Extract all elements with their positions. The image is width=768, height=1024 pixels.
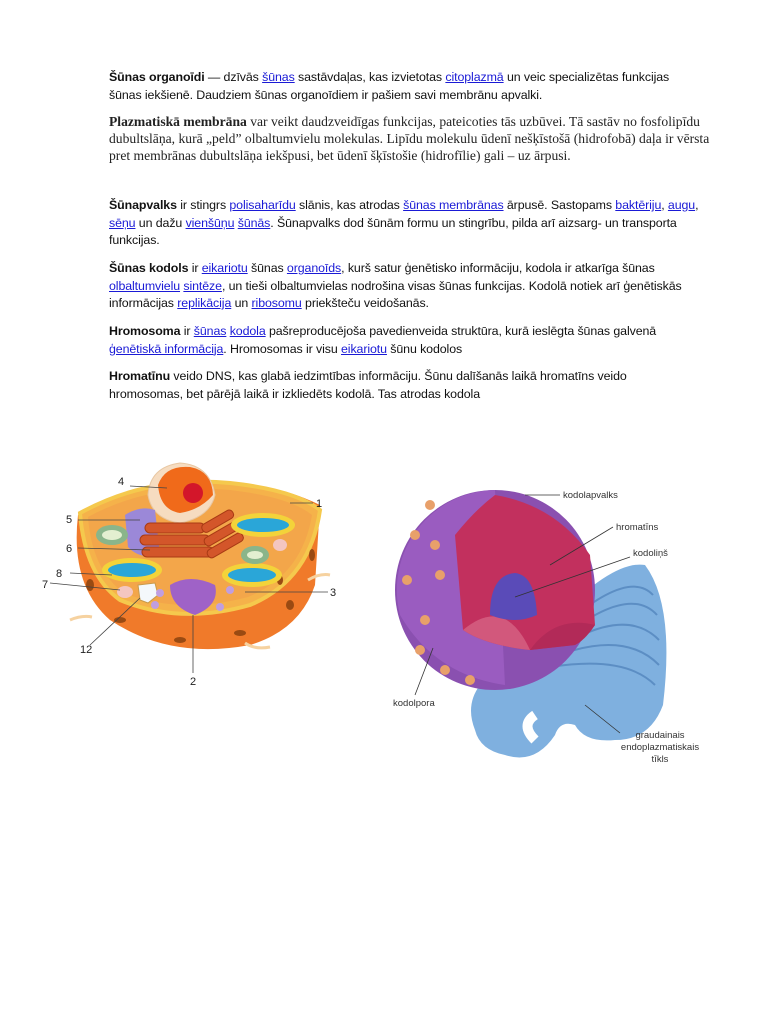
svg-text:kodolpora: kodolpora (393, 698, 435, 709)
paragraph-organelles: Šūnas organoīdi — dzīvās šūnas sastāvdaļ… (109, 70, 670, 102)
svg-text:6: 6 (66, 543, 72, 555)
link-sunas[interactable]: šūnas (262, 70, 295, 84)
link-sunas-3[interactable]: šūnas (193, 324, 227, 338)
link-augu[interactable]: augu (667, 198, 696, 212)
link-viensunu[interactable]: vienšūņu (185, 215, 235, 230)
paragraph-chromatin: Hromatīnu veido DNS, kas glabā iedzimtīb… (109, 369, 627, 401)
svg-text:1: 1 (316, 498, 322, 510)
link-senu[interactable]: sēņu (109, 215, 136, 230)
cell-illustration-icon: 4 1 5 6 8 7 3 12 2 (42, 462, 336, 688)
term-cell-wall: Šūnapvalks (109, 198, 177, 212)
link-eikariotu-2[interactable]: eikariotu (341, 341, 387, 356)
link-ribosomu[interactable]: ribosomu (251, 296, 302, 310)
svg-text:endoplazmatiskais: endoplazmatiskais (621, 742, 699, 753)
link-bakteriju[interactable]: baktēriju (615, 198, 662, 212)
link-replikacija[interactable]: replikācija (177, 296, 232, 310)
paragraph-cell-wall: Šūnapvalks ir stingrs polisaharīdu slāni… (109, 198, 699, 247)
link-eikariotu[interactable]: eikariotu (201, 261, 248, 275)
svg-text:hromatīns: hromatīns (616, 522, 658, 533)
link-kodola[interactable]: kodola (229, 324, 266, 338)
svg-text:5: 5 (66, 514, 72, 526)
animal-cell-diagram: 4 1 5 6 8 7 3 12 2 (30, 455, 350, 695)
term-plasma-membrane: Plazmatiskā membrāna (109, 114, 247, 129)
paragraph-plasma-membrane: Plazmatiskā membrāna var veikt daudzveid… (109, 114, 710, 163)
svg-text:tīkls: tīkls (652, 754, 669, 765)
svg-text:3: 3 (330, 587, 336, 599)
nucleus-illustration-icon: kodolapvalks hromatīns kodoliņš kodolpor… (393, 490, 699, 765)
svg-text:4: 4 (118, 476, 124, 488)
link-citoplazma[interactable]: citoplazmā (445, 70, 504, 84)
term-chromatin: Hromatīnu (109, 369, 171, 383)
term-organelles: Šūnas organoīdi (109, 70, 205, 84)
svg-text:12: 12 (80, 644, 92, 656)
link-sunas-2[interactable]: šūnās (237, 215, 271, 230)
paragraph-chromosome: Hromosoma ir šūnas kodola pašreproducējo… (109, 324, 657, 356)
svg-text:2: 2 (190, 676, 196, 688)
paragraph-nucleus: Šūnas kodols ir eikariotu šūnas organoīd… (109, 261, 682, 310)
svg-text:7: 7 (42, 579, 48, 591)
svg-text:kodolapvalks: kodolapvalks (563, 490, 618, 501)
link-sunas-membranas[interactable]: šūnas membrānas (403, 198, 504, 212)
link-sinteze[interactable]: sintēze (183, 278, 222, 293)
nucleus-diagram: kodolapvalks hromatīns kodoliņš kodolpor… (385, 475, 715, 775)
svg-text:8: 8 (56, 568, 62, 580)
svg-text:kodoliņš: kodoliņš (633, 548, 668, 559)
svg-text:graudainais: graudainais (635, 730, 684, 741)
link-polisaharidu[interactable]: polisaharīdu (229, 198, 296, 212)
term-chromosome: Hromosoma (109, 324, 181, 338)
link-olbaltumvielu[interactable]: olbaltumvielu (109, 278, 181, 293)
link-genetiska-informacija[interactable]: ģenētiskā informācija (109, 341, 224, 356)
term-nucleus: Šūnas kodols (109, 261, 189, 275)
link-organoids[interactable]: organoīds (286, 261, 342, 275)
